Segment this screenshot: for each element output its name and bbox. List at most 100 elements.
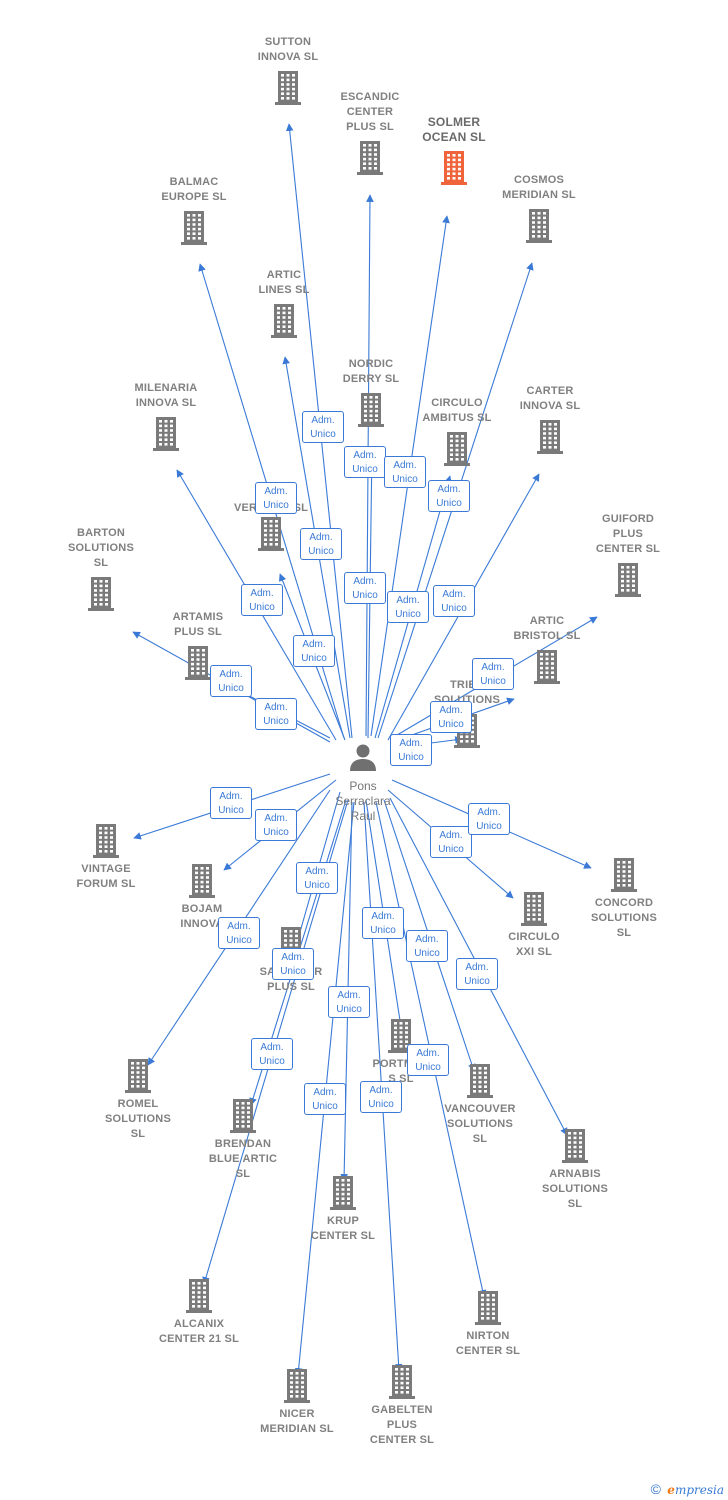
role-badge[interactable]: Adm.Unico [241, 584, 283, 616]
role-badge[interactable]: Adm.Unico [255, 482, 297, 514]
role-badge[interactable]: Adm.Unico [456, 958, 498, 990]
company-node-nicer[interactable]: NICER MERIDIAN SL [232, 1368, 362, 1437]
company-icon-wrap [129, 211, 259, 245]
role-badge[interactable]: Adm.Unico [430, 701, 472, 733]
role-badge-line2: Unico [263, 716, 289, 727]
building-icon [444, 432, 470, 466]
company-icon-wrap [392, 432, 522, 466]
role-badge-line1: Adm. [281, 952, 305, 963]
company-node-krup[interactable]: KRUP CENTER SL [278, 1175, 408, 1244]
company-node-concord[interactable]: CONCORD SOLUTIONS SL [559, 857, 689, 941]
role-badge-line2: Unico [436, 498, 462, 509]
role-badge[interactable]: Adm.Unico [218, 917, 260, 949]
building-icon [357, 141, 383, 175]
role-badge[interactable]: Adm.Unico [304, 1083, 346, 1115]
company-node-brendan[interactable]: BRENDAN BLUE ARTIC SL [178, 1098, 308, 1182]
company-node-escandic[interactable]: ESCANDIC CENTER PLUS SL [305, 90, 435, 175]
role-badge[interactable]: Adm.Unico [360, 1081, 402, 1113]
center-person-label: Pons Serraclara Raul [335, 779, 391, 823]
company-node-romel[interactable]: ROMEL SOLUTIONS SL [73, 1058, 203, 1142]
role-badge[interactable]: Adm. Unico [406, 930, 448, 962]
company-node-arnabis[interactable]: ARNABIS SOLUTIONS SL [510, 1128, 640, 1212]
company-node-artamis[interactable]: ARTAMIS PLUS SL [133, 610, 263, 680]
role-badge[interactable]: Adm.Unico [255, 809, 297, 841]
company-node-nordic[interactable]: NORDIC DERRY SL [306, 357, 436, 427]
company-node-artic-bristol[interactable]: ARTIC BRISTOL SL [482, 614, 612, 684]
role-badge-line1: Adm. [264, 702, 288, 713]
role-badge-line2: Unico [414, 948, 440, 959]
company-label: VINTAGE FORUM SL [76, 863, 136, 890]
role-badge[interactable]: Adm.Unico [210, 787, 252, 819]
role-badge-line2: Unico [226, 935, 252, 946]
company-node-barton[interactable]: BARTON SOLUTIONS SL [36, 526, 166, 611]
company-icon-wrap [134, 1279, 264, 1313]
company-node-milenaria[interactable]: MILENARIA INNOVA SL [101, 381, 231, 451]
center-person-node[interactable]: Pons Serraclara Raul [318, 742, 408, 824]
role-badge[interactable]: Adm.Unico [472, 658, 514, 690]
company-node-vintage[interactable]: VINTAGE FORUM SL [41, 823, 171, 892]
role-badge-line1: Adm. [369, 1085, 393, 1096]
role-badge-line1: Adm. [415, 934, 439, 945]
role-badge[interactable]: Adm.Unico [384, 456, 426, 488]
role-badge[interactable]: Adm.Unico [387, 591, 429, 623]
role-badge[interactable]: Adm.Unico [293, 635, 335, 667]
role-badge-line1: Adm. [305, 866, 329, 877]
role-badge[interactable]: Adm.Unico [210, 665, 252, 697]
building-icon [271, 304, 297, 338]
company-icon-wrap [41, 824, 171, 858]
role-badge[interactable]: Adm.Unico [428, 480, 470, 512]
building-icon [153, 417, 179, 451]
company-node-artic-lines[interactable]: ARTIC LINES SL [219, 268, 349, 338]
company-icon-wrap [137, 864, 267, 898]
company-node-vancouver[interactable]: VANCOUVER SOLUTIONS SL [415, 1063, 545, 1147]
company-icon-wrap [101, 417, 231, 451]
company-node-guiford[interactable]: GUIFORD PLUS CENTER SL [563, 512, 693, 597]
role-badge[interactable]: Adm.Unico [328, 986, 370, 1018]
role-badge[interactable]: Adm.Unico [296, 862, 338, 894]
company-label: ARTIC LINES SL [258, 269, 310, 296]
role-badge[interactable]: Adm.Unico [251, 1038, 293, 1070]
company-node-cosmos[interactable]: COSMOS MERIDIAN SL [474, 173, 604, 243]
role-badge[interactable]: Adm. Unico [255, 698, 297, 730]
company-node-circulo-xxi[interactable]: CIRCULO XXI SL [469, 891, 599, 960]
role-badge-line2: Unico [336, 1004, 362, 1015]
role-badge[interactable]: Adm.Unico [362, 907, 404, 939]
company-icon-wrap [206, 517, 336, 551]
company-node-bojam[interactable]: BOJAM INNOVA [137, 863, 267, 932]
company-node-nirton[interactable]: NIRTON CENTER SL [423, 1290, 553, 1359]
company-node-carter[interactable]: CARTER INNOVA SL [485, 384, 615, 454]
role-badge[interactable]: Adm.Unico [433, 585, 475, 617]
role-badge[interactable]: Adm.Unico [344, 446, 386, 478]
role-badge[interactable]: Adm.Unico [302, 411, 344, 443]
company-icon-wrap [563, 563, 693, 597]
building-icon [526, 209, 552, 243]
brand-logo[interactable]: empresia [667, 1483, 724, 1497]
building-icon [185, 646, 211, 680]
role-badge[interactable]: Adm.Unico [407, 1044, 449, 1076]
role-badge-line2: Unico [392, 474, 418, 485]
company-node-gabelten[interactable]: GABELTEN PLUS CENTER SL [337, 1364, 467, 1448]
building-icon [562, 1129, 588, 1163]
company-node-sutton[interactable]: SUTTON INNOVA SL [223, 35, 353, 105]
role-badge[interactable]: Adm.Unico [430, 826, 472, 858]
role-badge[interactable]: Adm.Unico [390, 734, 432, 766]
role-badge-line2: Unico [259, 1056, 285, 1067]
role-badge[interactable]: Adm.Unico [300, 528, 342, 560]
role-badge-line2: Unico [312, 1101, 338, 1112]
role-badge[interactable]: Adm.Unico [344, 572, 386, 604]
company-icon-wrap [133, 646, 263, 680]
role-badge[interactable]: Adm.Unico [272, 948, 314, 980]
company-node-alcanix[interactable]: ALCANIX CENTER 21 SL [134, 1278, 264, 1347]
building-icon [467, 1064, 493, 1098]
role-badge-line2: Unico [438, 844, 464, 855]
company-node-solmer[interactable]: SOLMER OCEAN SL [389, 115, 519, 185]
role-badge-line1: Adm. [442, 589, 466, 600]
company-node-circulo-ambitus[interactable]: CIRCULO AMBITUS SL [392, 396, 522, 466]
footer-brand: © empresia [651, 1481, 724, 1497]
company-icon-wrap [423, 1291, 553, 1325]
company-node-balmac[interactable]: BALMAC EUROPE SL [129, 175, 259, 245]
building-icon [186, 1279, 212, 1313]
role-badge[interactable]: Adm.Unico [468, 803, 510, 835]
role-badge-line2: Unico [464, 976, 490, 987]
building-icon [358, 393, 384, 427]
